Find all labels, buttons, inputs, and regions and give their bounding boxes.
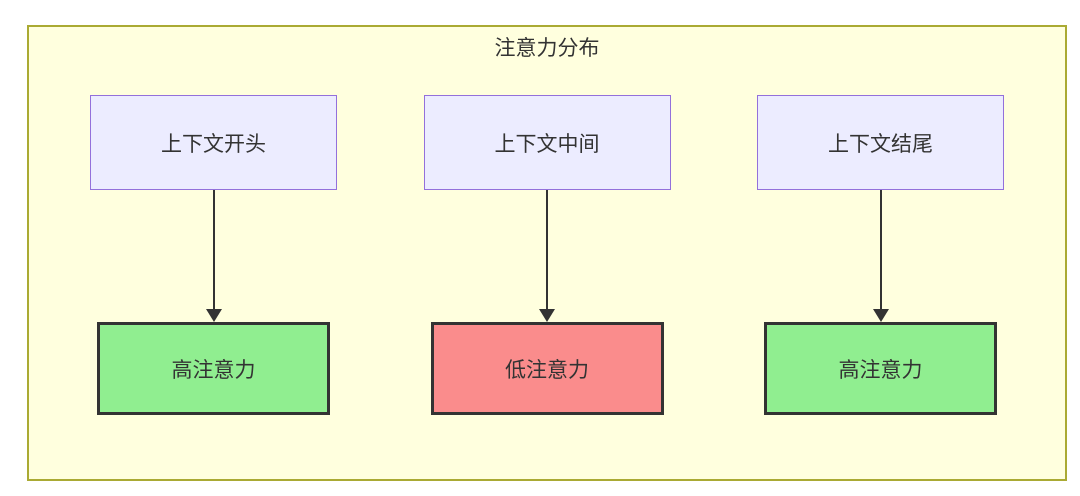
diagram-container: 注意力分布 上下文开头 高注意力 上下文中间 低注意力 — [27, 25, 1067, 481]
flow-column-context-end: 上下文结尾 高注意力 — [757, 95, 1004, 415]
flow-column-context-start: 上下文开头 高注意力 — [90, 95, 337, 415]
arrowhead-icon — [205, 309, 222, 322]
arrowhead-icon — [539, 309, 555, 322]
source-node-label: 上下文结尾 — [828, 132, 933, 156]
target-node-low-attention: 低注意力 — [430, 322, 664, 415]
source-node-context-start: 上下文开头 — [90, 95, 337, 190]
flow-column-context-middle: 上下文中间 低注意力 — [423, 95, 671, 415]
arrow-connector — [539, 190, 555, 322]
arrow-connector — [872, 190, 889, 322]
target-node-label: 低注意力 — [505, 358, 589, 382]
source-node-context-end: 上下文结尾 — [757, 95, 1004, 190]
arrow-connector — [205, 190, 222, 322]
source-node-context-middle: 上下文中间 — [423, 95, 671, 190]
target-node-high-attention-1: 高注意力 — [97, 322, 330, 415]
diagram-title: 注意力分布 — [494, 37, 600, 60]
arrow-line — [879, 190, 882, 309]
diagram-columns-row: 上下文开头 高注意力 上下文中间 低注意力 上下文结 — [29, 95, 1065, 415]
arrow-line — [212, 190, 215, 309]
arrowhead-icon — [872, 309, 889, 322]
source-node-label: 上下文中间 — [494, 132, 600, 156]
target-node-label: 高注意力 — [838, 358, 923, 382]
source-node-label: 上下文开头 — [161, 132, 266, 156]
arrow-line — [546, 190, 548, 309]
target-node-high-attention-2: 高注意力 — [764, 322, 997, 415]
target-node-label: 高注意力 — [171, 358, 256, 382]
